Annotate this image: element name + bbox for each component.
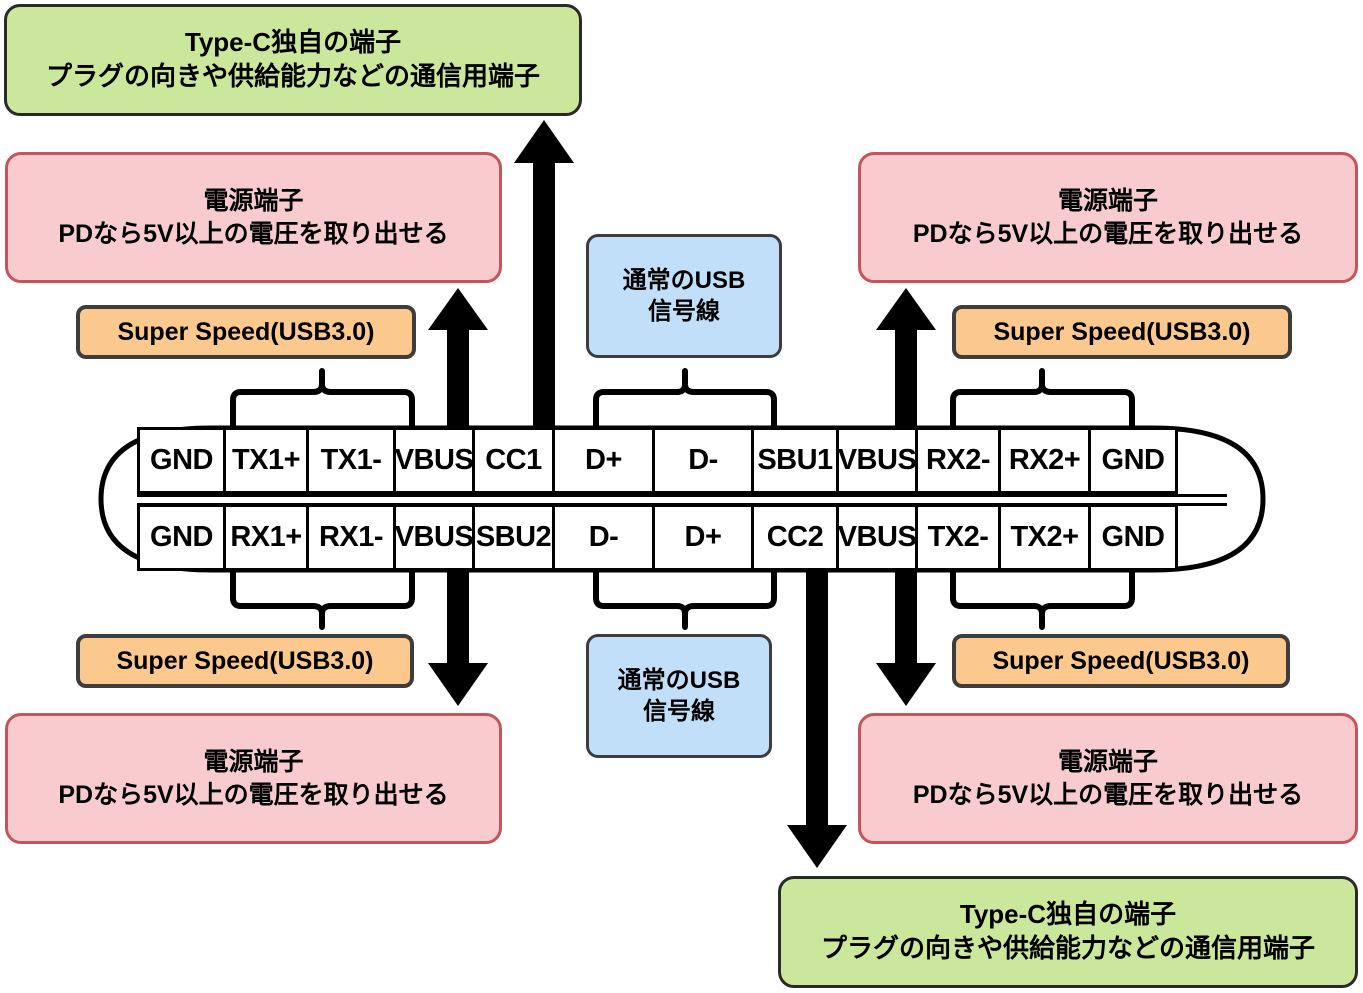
pin-top-6: D+ (552, 427, 655, 494)
arrow-vbus-right-down (876, 560, 936, 706)
callout-superspeed-top-left: Super Speed(USB3.0) (76, 305, 416, 359)
arrow-vbus-left-up (428, 288, 488, 440)
pin-top-3: TX1- (306, 427, 396, 494)
brace-superspeed-top-left (230, 368, 415, 435)
pin-bottom-3: RX1- (306, 504, 396, 571)
callout-type-c-top: Type-C独自の端子 プラグの向きや供給能力などの通信用端子 (4, 4, 582, 116)
pin-bottom-1: GND (137, 504, 226, 571)
pin-top-8: SBU1 (751, 427, 839, 494)
pin-bottom-9: VBUS (836, 504, 918, 571)
callout-usb-signal-top: 通常のUSB 信号線 (586, 234, 782, 358)
pin-bottom-6: D- (552, 504, 655, 571)
pin-bottom-4: VBUS (393, 504, 475, 571)
pin-top-10: RX2- (915, 427, 1001, 494)
callout-power-top-right: 電源端子 PDなら5V以上の電圧を取り出せる (858, 152, 1358, 283)
pin-top-2: TX1+ (223, 427, 309, 494)
pin-bottom-7: D+ (652, 504, 754, 571)
callout-superspeed-bottom-right: Super Speed(USB3.0) (952, 634, 1290, 688)
pin-top-9: VBUS (836, 427, 918, 494)
pin-top-5: CC1 (472, 427, 555, 494)
brace-superspeed-top-right (950, 368, 1135, 435)
arrow-vbus-right-up (876, 288, 936, 440)
arrow-cc2-down (787, 560, 847, 868)
pin-bottom-10: TX2- (915, 504, 1001, 571)
callout-usb-signal-bottom: 通常のUSB 信号線 (586, 634, 772, 758)
pin-top-1: GND (137, 427, 226, 494)
pin-bottom-2: RX1+ (223, 504, 309, 571)
brace-superspeed-bottom-right (950, 563, 1135, 630)
arrow-cc1-up (514, 120, 574, 440)
callout-type-c-bottom: Type-C独自の端子 プラグの向きや供給能力などの通信用端子 (778, 876, 1358, 988)
pin-bottom-11: TX2+ (998, 504, 1091, 571)
callout-power-bottom-right: 電源端子 PDなら5V以上の電圧を取り出せる (858, 713, 1358, 844)
pin-bottom-5: SBU2 (472, 504, 555, 571)
callout-power-top-left: 電源端子 PDなら5V以上の電圧を取り出せる (5, 152, 502, 283)
pin-top-7: D- (652, 427, 754, 494)
pin-top-4: VBUS (393, 427, 475, 494)
brace-superspeed-bottom-left (230, 563, 415, 630)
pin-top-12: GND (1088, 427, 1178, 494)
callout-superspeed-top-right: Super Speed(USB3.0) (952, 305, 1292, 359)
callout-power-bottom-left: 電源端子 PDなら5V以上の電圧を取り出せる (5, 713, 502, 844)
callout-superspeed-bottom-left: Super Speed(USB3.0) (76, 634, 414, 688)
brace-usb-signal-top (593, 368, 777, 435)
pin-top-11: RX2+ (998, 427, 1091, 494)
pin-bottom-12: GND (1088, 504, 1178, 571)
brace-usb-signal-bottom (593, 563, 777, 630)
arrow-vbus-left-down (428, 560, 488, 706)
pin-bottom-8: CC2 (751, 504, 839, 571)
